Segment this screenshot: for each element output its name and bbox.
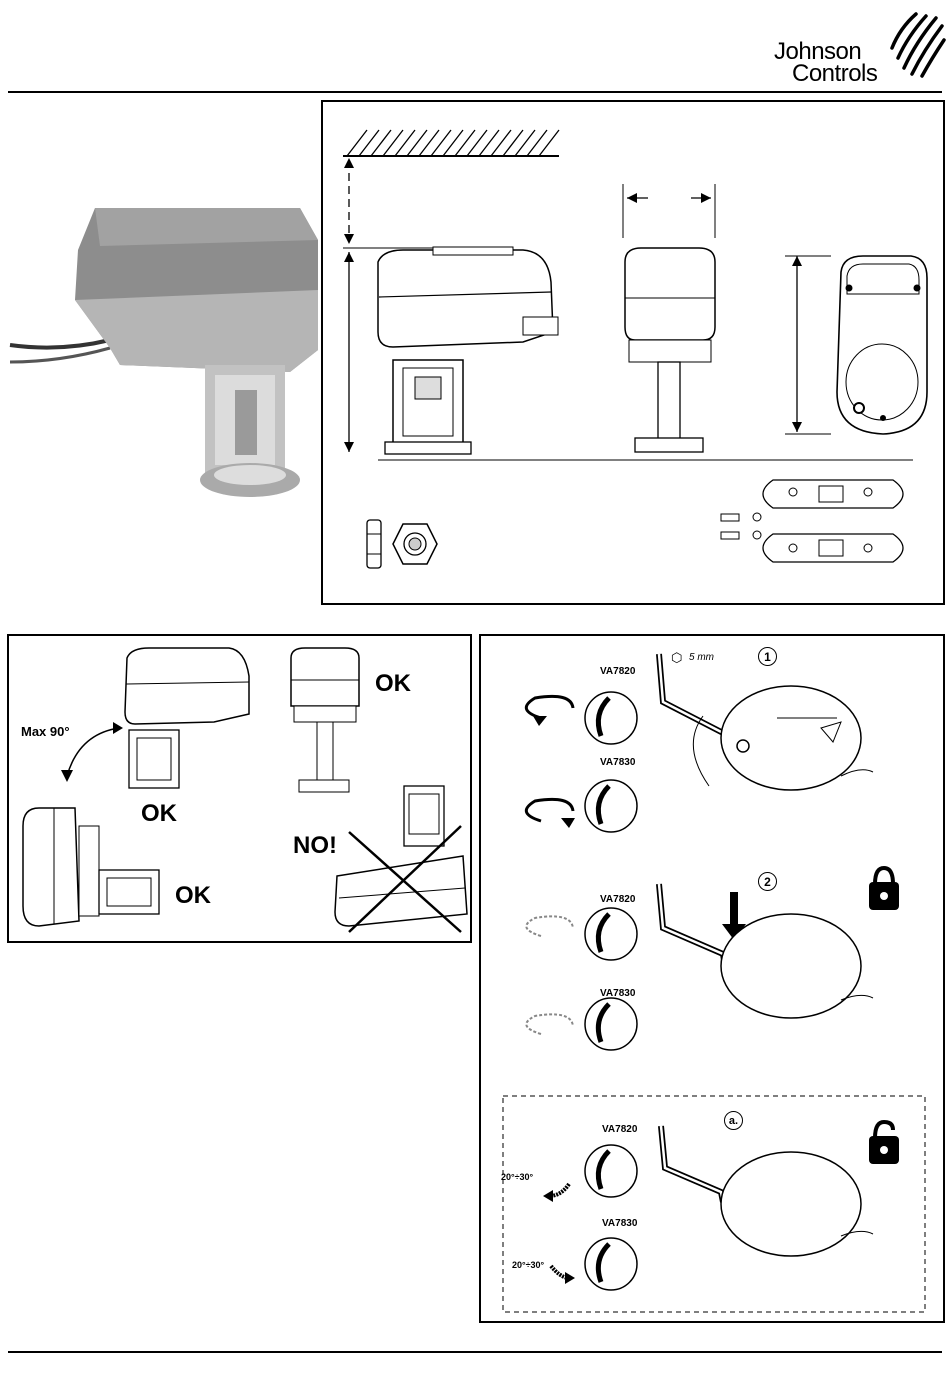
angle-label-1: 20°÷30° — [501, 1172, 533, 1182]
rotate-arrow-icon — [526, 696, 573, 726]
model-label-1: VA7820 — [600, 666, 635, 677]
dimension-drawings — [323, 102, 943, 602]
angle-label-2: 20°÷30° — [512, 1260, 544, 1270]
brand-name-line2: Controls — [792, 60, 877, 88]
model-label-4: VA7830 — [600, 988, 635, 999]
header-rule — [8, 91, 942, 93]
step-a-marker: a. — [724, 1111, 743, 1130]
manual-override-drawings — [481, 636, 943, 1321]
dimensions-panel — [321, 100, 945, 605]
max-angle-label: Max 90° — [21, 724, 70, 739]
lock-closed-icon — [868, 868, 900, 910]
model-label-2: VA7830 — [600, 757, 635, 768]
hex-key-icon: ⬡ — [671, 652, 685, 664]
step-2-marker: 2 — [758, 872, 777, 891]
actuator-photo — [0, 100, 320, 610]
brand-logo: Johnson Controls — [770, 8, 945, 88]
step-1-marker: 1 — [758, 647, 777, 666]
lock-open-icon — [868, 1122, 900, 1164]
manual-override-panel: 1 ⬡ 5 mm VA7820 VA7830 2 VA7820 VA7830 a… — [479, 634, 945, 1323]
mounting-orientation-panel: Max 90° OK OK OK NO! — [7, 634, 472, 943]
ok-label-bottom: OK — [175, 882, 211, 910]
ok-label-top-right: OK — [375, 670, 411, 698]
hex-key-size: 5 mm — [689, 652, 714, 663]
model-label-3: VA7820 — [600, 894, 635, 905]
footer-rule — [8, 1351, 942, 1353]
ok-label-middle: OK — [141, 800, 177, 828]
no-label: NO! — [293, 832, 337, 860]
brand-swirl-icon — [886, 8, 946, 78]
model-label-6: VA7830 — [602, 1218, 637, 1229]
model-label-5: VA7820 — [602, 1124, 637, 1135]
